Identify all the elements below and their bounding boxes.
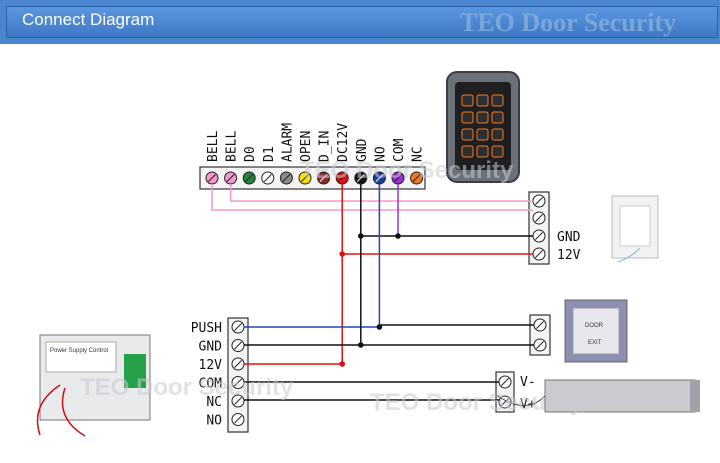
psu-terminal-1 xyxy=(231,339,245,352)
keypad-key xyxy=(476,145,489,158)
keypad-key xyxy=(461,145,474,158)
doorbell-terminal-block: GND 12V xyxy=(528,191,581,265)
watermark-middle: TEO Door Security xyxy=(300,157,514,184)
watermark-left: TEO Door Security xyxy=(80,374,294,401)
doorbell-terminal-3 xyxy=(532,247,546,261)
keypad-key xyxy=(491,94,504,107)
doorbell-label-gnd: GND xyxy=(557,230,581,245)
psu-terminal-label: 12V xyxy=(199,358,223,373)
keypad-key xyxy=(461,94,474,107)
controller-terminal-label: ALARM xyxy=(280,123,295,162)
title-bar xyxy=(6,6,718,38)
psu-terminal-label: COM xyxy=(199,377,223,392)
wire-junction xyxy=(339,251,346,257)
controller-terminal-label: NO xyxy=(373,146,388,162)
wire-bell-1 xyxy=(211,184,533,211)
magnetic-lock-icon xyxy=(494,379,700,413)
psu-terminal-2 xyxy=(231,357,245,371)
controller-terminal-label: BELL xyxy=(225,131,240,162)
header-watermark: TEO Door Security xyxy=(460,8,677,37)
psu-label: Power Supply Control xyxy=(50,348,108,354)
wires xyxy=(211,184,534,402)
doorbell-device-icon xyxy=(611,195,659,263)
psu-terminal-block: PUSH GND 12V COM NC NO xyxy=(191,317,249,433)
controller-terminal-4 xyxy=(279,171,293,185)
psu-terminal-label: NO xyxy=(206,414,222,429)
svg-text:DOOR: DOOR xyxy=(585,323,604,329)
psu-terminal-label: PUSH xyxy=(191,321,222,336)
wire-push xyxy=(244,184,381,328)
controller-terminal-label: D_IN xyxy=(318,131,333,162)
keypad-key xyxy=(491,128,504,141)
lock-label-v-plus: V+ xyxy=(520,397,536,412)
wire-bell-2 xyxy=(229,184,533,202)
controller-terminal-label: NC xyxy=(411,146,426,162)
keypad-key xyxy=(461,111,474,124)
controller-terminal-label: COM xyxy=(392,138,407,162)
controller-terminal-11 xyxy=(410,171,424,185)
exit-terminal-0 xyxy=(533,318,547,332)
controller-terminal-0 xyxy=(205,171,219,185)
psu-terminal-4 xyxy=(231,394,245,408)
psu-terminal-label: NC xyxy=(206,395,222,410)
controller-terminal-label: D1 xyxy=(262,146,277,162)
controller-terminal-5 xyxy=(298,171,312,185)
controller-terminal-10 xyxy=(391,171,405,185)
keypad-key xyxy=(461,128,474,141)
controller-terminal-6 xyxy=(317,171,331,185)
lock-terminal-0 xyxy=(498,375,512,389)
header-bar: Connect Diagram TEO Door Security xyxy=(0,0,720,44)
controller-terminal-2 xyxy=(242,171,256,185)
keypad-key xyxy=(491,145,504,158)
doorbell-terminal-1 xyxy=(532,211,546,225)
wire-junction xyxy=(339,361,346,367)
doorbell-terminal-0 xyxy=(532,194,546,208)
watermark-bottom: TEO Door Security xyxy=(370,389,584,416)
keypad-device-icon xyxy=(446,71,520,183)
doorbell-label-12v: 12V xyxy=(557,248,581,263)
controller-terminal-label: D0 xyxy=(243,146,258,162)
power-supply-icon: Power Supply Control xyxy=(36,334,151,437)
psu-terminal-label: GND xyxy=(199,340,223,355)
controller-terminal-label: DC12V xyxy=(336,123,351,162)
psu-terminal-0 xyxy=(231,320,245,334)
controller-terminal-label: BELL xyxy=(206,131,221,162)
lock-label-v-minus: V- xyxy=(520,375,536,390)
doorbell-terminal-2 xyxy=(532,229,546,243)
controller-terminal-3 xyxy=(261,171,275,185)
keypad-key xyxy=(476,111,489,124)
svg-text:EXIT: EXIT xyxy=(588,340,602,346)
wire-12v-psu xyxy=(244,184,343,365)
wire-junction xyxy=(358,342,364,348)
exit-terminal-1 xyxy=(533,338,547,352)
controller-terminal-label: GND xyxy=(355,138,370,162)
controller-terminal-label: OPEN xyxy=(299,131,314,162)
diagram-title: Connect Diagram xyxy=(22,10,155,29)
exit-button-terminal-block xyxy=(529,314,551,356)
wire-junction xyxy=(395,233,401,239)
wire-lock-vplus xyxy=(244,399,500,402)
exit-button-icon: DOOR EXIT xyxy=(564,299,628,363)
psu-terminal-5 xyxy=(231,413,245,426)
keypad-key xyxy=(491,111,504,124)
controller-terminal-1 xyxy=(224,171,238,185)
keypad-key xyxy=(476,94,489,107)
keypad-key xyxy=(476,128,489,141)
